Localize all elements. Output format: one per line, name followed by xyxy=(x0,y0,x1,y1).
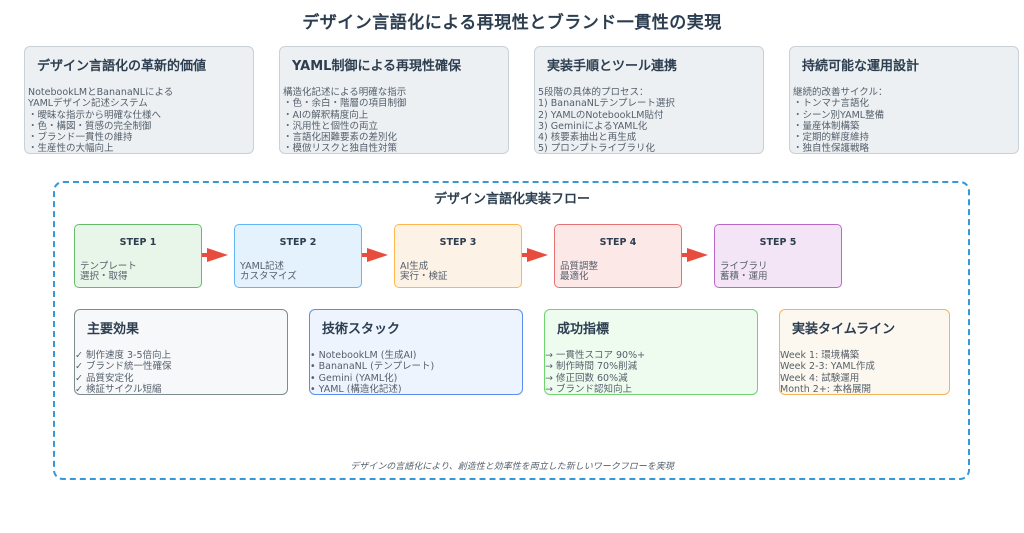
card-line: 1) BananaNLテンプレート選択 xyxy=(538,98,675,110)
card-line: → ブランド認知向上 xyxy=(545,383,632,395)
step-box: STEP 4 品質調整 最適化 xyxy=(554,224,682,288)
timeline-card: 実装タイムライン Week 1: 環境構築 Week 2-3: YAML作成 W… xyxy=(779,309,950,395)
card-heading: 成功指標 xyxy=(557,322,610,337)
card-line: 2) YAMLのNotebookLM貼付 xyxy=(538,109,664,121)
card-line: • Gemini (YAML化) xyxy=(310,372,398,384)
card-line: 4) 核要素抽出と再生成 xyxy=(538,132,637,144)
card-line: ・汎用性と個性の両立 xyxy=(283,120,379,132)
step-desc: テンプレート 選択・取得 xyxy=(80,262,137,282)
card-body: NotebookLMとBananaNLによる YAMLデザイン記述システム ・曖… xyxy=(28,87,173,155)
card-heading: 主要効果 xyxy=(87,322,140,337)
card-line: ・曖昧な指示から明確な仕様へ xyxy=(28,109,162,121)
step-box: STEP 5 ライブラリ 蓄積・運用 xyxy=(714,224,842,288)
card-line: ・ブランド一貫性の維持 xyxy=(28,132,133,144)
card-heading: 実装タイムライン xyxy=(792,322,896,337)
step-desc: YAML記述 カスタマイズ xyxy=(240,262,297,282)
step-box: STEP 3 AI生成 実行・検証 xyxy=(394,224,522,288)
flow-title: デザイン言語化実装フロー xyxy=(433,192,590,207)
card-line: ・色・構図・質感の完全制御 xyxy=(28,120,152,132)
card-line: ・AIの解釈精度向上 xyxy=(283,109,369,121)
card-line: Week 2-3: YAML作成 xyxy=(780,361,875,373)
value-card: デザイン言語化の革新的価値 NotebookLMとBananaNLによる YAM… xyxy=(24,46,254,154)
card-line: • BananaNL (テンプレート) xyxy=(310,361,435,373)
step-box: STEP 1 テンプレート 選択・取得 xyxy=(74,224,202,288)
operations-card: 持続可能な運用設計 継続的改善サイクル： ・トンマナ言語化 ・シーン別YAML整… xyxy=(789,46,1019,154)
arrow-right-icon xyxy=(202,248,228,262)
arrow-right-icon xyxy=(362,248,388,262)
card-line: → 一貫性スコア 90%+ xyxy=(545,350,646,361)
card-heading: 持続可能な運用設計 xyxy=(802,59,920,74)
card-line: ・模倣リスクと独自性対策 xyxy=(283,143,398,155)
card-heading: 技術スタック xyxy=(322,322,401,337)
step-label: STEP 2 xyxy=(279,237,317,248)
card-line: 5段階の具体的プロセス： xyxy=(538,87,649,98)
card-body: Week 1: 環境構築 Week 2-3: YAML作成 Week 4: 試験… xyxy=(780,350,875,395)
step-line: YAML記述 xyxy=(240,261,285,272)
effects-card: 主要効果 ✓ 制作速度 3-5倍向上 ✓ ブランド統一性確保 ✓ 品質安定化 ✓… xyxy=(74,309,288,395)
card-line: 継続的改善サイクル： xyxy=(793,87,888,98)
card-line: 3) GeminiによるYAML化 xyxy=(538,120,648,132)
step-desc: AI生成 実行・検証 xyxy=(400,262,448,282)
card-line: Week 1: 環境構築 xyxy=(780,350,860,361)
step-line: 品質調整 xyxy=(560,261,599,272)
card-body: 継続的改善サイクル： ・トンマナ言語化 ・シーン別YAML整備 ・量産体制構築 … xyxy=(793,87,888,155)
card-line: ・トンマナ言語化 xyxy=(793,98,870,110)
card-body: → 一貫性スコア 90%+ → 制作時間 70%削減 → 修正回数 60%減 →… xyxy=(545,350,645,395)
step-line: 実行・検証 xyxy=(400,271,448,282)
card-line: ✓ 品質安定化 xyxy=(75,372,134,384)
card-line: YAMLデザイン記述システム xyxy=(28,98,148,110)
step-line: テンプレート xyxy=(80,261,137,272)
step-label: STEP 4 xyxy=(599,237,637,248)
card-line: • YAML (構造化記述) xyxy=(310,383,402,395)
flow-container xyxy=(53,181,970,480)
step-line: 蓄積・運用 xyxy=(720,271,768,282)
step-desc: ライブラリ 蓄積・運用 xyxy=(720,262,768,282)
step-label: STEP 1 xyxy=(119,237,157,248)
step-label: STEP 3 xyxy=(439,237,477,248)
card-heading: YAML制御による再現性確保 xyxy=(292,59,462,74)
card-body: 構造化記述による明確な指示 ・色・余白・階層の項目制御 ・AIの解釈精度向上 ・… xyxy=(283,87,407,155)
yaml-control-card: YAML制御による再現性確保 構造化記述による明確な指示 ・色・余白・階層の項目… xyxy=(279,46,509,154)
success-metrics-card: 成功指標 → 一貫性スコア 90%+ → 制作時間 70%削減 → 修正回数 6… xyxy=(544,309,758,395)
step-label: STEP 5 xyxy=(759,237,797,248)
card-line: 構造化記述による明確な指示 xyxy=(283,87,407,98)
card-line: Week 4: 試験運用 xyxy=(780,372,860,384)
card-heading: 実装手順とツール連携 xyxy=(547,59,678,74)
step-line: 最適化 xyxy=(560,271,589,282)
step-desc: 品質調整 最適化 xyxy=(560,262,598,282)
step-box: STEP 2 YAML記述 カスタマイズ xyxy=(234,224,362,288)
arrow-right-icon xyxy=(522,248,548,262)
card-heading: デザイン言語化の革新的価値 xyxy=(37,59,207,74)
card-line: ・定期的鮮度維持 xyxy=(793,132,870,144)
card-line: Month 2+: 本格展開 xyxy=(780,383,872,395)
implementation-card: 実装手順とツール連携 5段階の具体的プロセス： 1) BananaNLテンプレー… xyxy=(534,46,764,154)
card-line: ・生産性の大幅向上 xyxy=(28,143,114,155)
card-body: 5段階の具体的プロセス： 1) BananaNLテンプレート選択 2) YAML… xyxy=(538,87,675,155)
tech-stack-card: 技術スタック • NotebookLM (生成AI) • BananaNL (テ… xyxy=(309,309,523,395)
card-line: ・量産体制構築 xyxy=(793,120,860,132)
card-line: ・色・余白・階層の項目制御 xyxy=(283,98,407,110)
card-line: 5) プロンプトライブラリ化 xyxy=(538,143,655,155)
flow-footer-caption: デザインの言語化により、創造性と効率性を両立した新しいワークフローを実現 xyxy=(350,462,674,472)
card-body: ✓ 制作速度 3-5倍向上 ✓ ブランド統一性確保 ✓ 品質安定化 ✓ 検証サイ… xyxy=(75,350,171,395)
card-line: ✓ 制作速度 3-5倍向上 xyxy=(75,350,172,361)
card-line: ✓ 検証サイクル短縮 xyxy=(75,383,162,395)
step-line: カスタマイズ xyxy=(240,271,297,282)
card-line: ・シーン別YAML整備 xyxy=(793,109,885,121)
card-line: NotebookLMとBananaNLによる xyxy=(28,87,174,98)
card-body: • NotebookLM (生成AI) • BananaNL (テンプレート) … xyxy=(310,350,434,395)
step-line: AI生成 xyxy=(400,261,429,272)
card-line: ・独自性保護戦略 xyxy=(793,143,870,155)
step-line: ライブラリ xyxy=(720,261,768,272)
card-line: • NotebookLM (生成AI) xyxy=(310,350,417,361)
card-line: → 制作時間 70%削減 xyxy=(545,361,638,373)
step-line: 選択・取得 xyxy=(80,271,128,282)
card-line: → 修正回数 60%減 xyxy=(545,372,628,384)
page-title: デザイン言語化による再現性とブランド一貫性の実現 xyxy=(302,13,722,33)
arrow-right-icon xyxy=(682,248,708,262)
card-line: ✓ ブランド統一性確保 xyxy=(75,361,172,373)
card-line: ・言語化困難要素の差別化 xyxy=(283,132,398,144)
